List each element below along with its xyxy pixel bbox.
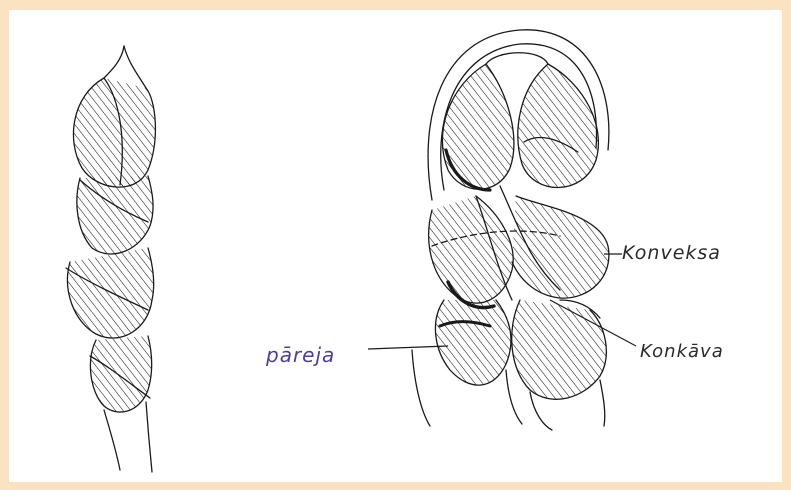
konveksa-label: Konveksa: [622, 242, 721, 264]
pareja-leader-line: [368, 346, 448, 349]
twisted-strand-drawing: [66, 46, 155, 472]
braid-drawing: [412, 30, 609, 430]
konkava-label: Konkāva: [640, 341, 724, 362]
pareja-label: pāreja: [266, 343, 335, 367]
